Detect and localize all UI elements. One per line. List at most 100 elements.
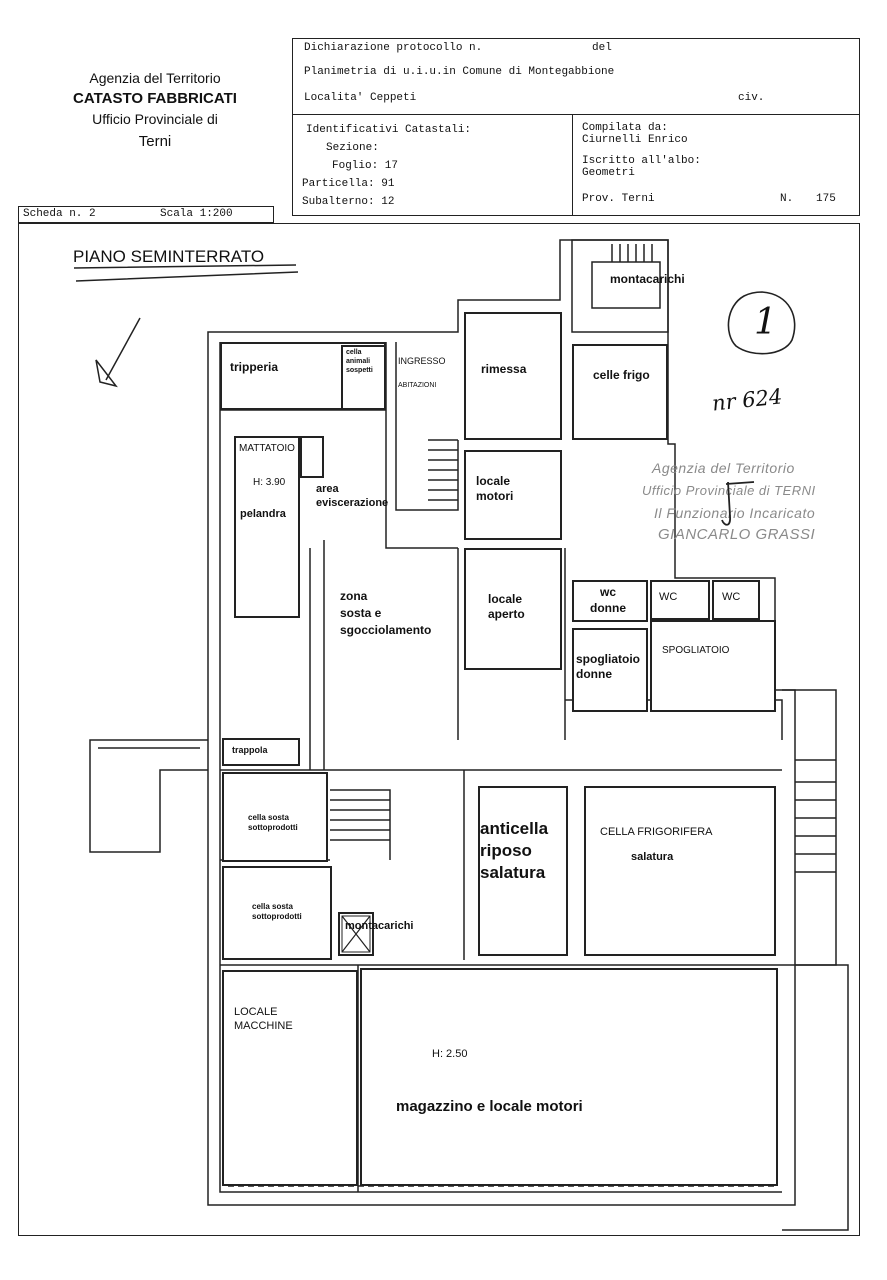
label-area-1: area bbox=[316, 483, 339, 495]
label-locale-motori-2: motori bbox=[476, 489, 514, 503]
stairs-ingresso bbox=[428, 439, 458, 501]
label-wc-b: WC bbox=[722, 591, 741, 603]
label-area-2: eviscerazione bbox=[316, 496, 389, 509]
label-tripperia: tripperia bbox=[230, 360, 279, 374]
magazzino-room bbox=[360, 968, 778, 1186]
wall-v-cella bbox=[385, 342, 458, 549]
ufficio-label: Ufficio Provinciale di bbox=[92, 111, 218, 127]
stairs-center bbox=[330, 789, 391, 860]
mattatoio-niche bbox=[300, 436, 324, 478]
label-montacarichi-top: montacarichi bbox=[610, 272, 685, 286]
outer-wall bbox=[207, 239, 796, 1206]
spogliatoio-donne-room bbox=[572, 628, 648, 712]
identificativi-label: Identificativi Catastali: bbox=[306, 124, 472, 136]
montacarichi-cross-icon bbox=[341, 915, 371, 953]
label-zona-1: zona bbox=[340, 589, 368, 603]
label-salatura: salatura bbox=[631, 851, 674, 863]
anticella-room bbox=[478, 786, 568, 956]
cella-sosta-a-room bbox=[222, 772, 328, 862]
plan-title: PIANO SEMINTERRATO bbox=[73, 247, 265, 266]
label-spogliatoio-donne: spogliatoio donne bbox=[576, 652, 640, 682]
tower-wall bbox=[571, 239, 669, 333]
stamp-line-4: GIANCARLO GRASSI bbox=[658, 526, 816, 543]
label-locale-aperto: locale aperto bbox=[488, 592, 525, 622]
tower-stairs bbox=[611, 244, 653, 262]
label-cella-sosta-a-2: sottoprodotti bbox=[248, 823, 298, 832]
label-cella-animali-1: cella bbox=[346, 349, 362, 356]
label-locale-motori: locale motori bbox=[476, 474, 513, 504]
wall-ingresso bbox=[395, 342, 459, 511]
cella-frigorifera-room bbox=[584, 786, 776, 956]
label-anticella-2: riposo bbox=[480, 841, 532, 861]
trappola-room bbox=[222, 738, 300, 766]
compilata-label: Compilata da: bbox=[582, 122, 668, 134]
prov-label: Prov. Terni bbox=[582, 193, 655, 205]
foglio-value: Foglio: 17 bbox=[332, 160, 399, 172]
label-locale-aperto-2: aperto bbox=[488, 607, 525, 621]
scheda-box bbox=[18, 206, 274, 223]
label-wc-donne-1: wc bbox=[599, 585, 616, 599]
header-divider-v bbox=[572, 114, 573, 216]
label-abitazioni: ABITAZIONI bbox=[398, 382, 437, 389]
label-area: area eviscerazione bbox=[316, 483, 388, 511]
label-pelandra: pelandra bbox=[240, 508, 286, 520]
locale-aperto-room bbox=[464, 548, 562, 670]
label-magazzino: magazzino e locale motori bbox=[396, 1098, 583, 1115]
label-anticella-1: anticella bbox=[480, 819, 549, 838]
label-zona-2: sosta e bbox=[340, 605, 382, 620]
label-cella-animali-3: sospetti bbox=[346, 366, 373, 374]
rimessa-room bbox=[464, 312, 562, 440]
label-cella-frigorifera: CELLA FRIGORIFERA bbox=[600, 826, 713, 838]
compilata-value: Ciurnelli Enrico bbox=[582, 134, 688, 146]
label-cella-animali-2: animali bbox=[346, 357, 371, 365]
locale-motori-room bbox=[464, 450, 562, 540]
label-spogliatoio-donne-1: spogliatoio bbox=[576, 652, 640, 666]
subalterno-value: Subalterno: 12 bbox=[302, 196, 395, 208]
cella-sosta-b-room bbox=[222, 866, 332, 960]
civ-label: civ. bbox=[738, 92, 765, 104]
outer-wall-inner bbox=[219, 342, 782, 1193]
label-cella-sosta-a: cella sosta sottoprodotti bbox=[248, 813, 298, 833]
mattatoio-room bbox=[234, 436, 300, 618]
label-rimessa: rimessa bbox=[481, 362, 527, 376]
particella-value: Particella: 91 bbox=[302, 178, 395, 190]
scheda-label: Scheda n. 2 bbox=[23, 208, 96, 220]
stamp-line-3: Il Funzionario Incaricato bbox=[654, 505, 816, 521]
wc-donne-room bbox=[572, 580, 648, 622]
localita-text: Localita' Ceppeti bbox=[304, 92, 417, 104]
n-label: N. bbox=[780, 193, 794, 205]
city-label: Terni bbox=[138, 133, 172, 150]
signature-mark bbox=[721, 481, 755, 526]
handwritten-circle bbox=[727, 291, 796, 355]
montacarichi-top-shaft bbox=[591, 261, 661, 309]
label-h250: H: 2.50 bbox=[432, 1048, 468, 1060]
label-wc-donne-2: donne bbox=[590, 600, 626, 615]
label-locale-aperto-1: locale bbox=[488, 592, 523, 606]
label-zona-3: sgocciolamento bbox=[340, 622, 432, 637]
sezione-label: Sezione: bbox=[326, 142, 379, 154]
iscritto-value: Geometri bbox=[582, 167, 635, 179]
left-annex bbox=[89, 739, 208, 853]
label-mattatoio: MATTATOIO bbox=[239, 443, 295, 454]
label-cella-sosta-b: cella sosta sottoprodotti bbox=[252, 902, 302, 922]
label-anticella-3: salatura bbox=[480, 863, 546, 883]
n-value: 175 bbox=[816, 193, 836, 205]
label-wc-a: WC bbox=[659, 591, 678, 603]
iscritto-label: Iscritto all'albo: bbox=[582, 155, 701, 167]
spogliatoio-room bbox=[650, 620, 776, 712]
right-stair-block bbox=[782, 689, 837, 966]
label-locale-macchine-2: MACCHINE bbox=[234, 1019, 293, 1032]
handwritten-number: 1 bbox=[754, 302, 777, 343]
wc-b-room bbox=[712, 580, 760, 620]
locale-macchine-room bbox=[222, 970, 358, 1186]
label-spogliatoio: SPOGLIATOIO bbox=[662, 645, 730, 656]
dichiarazione-label: Dichiarazione protocollo n. bbox=[304, 42, 483, 54]
label-cella-sosta-a-1: cella sosta bbox=[248, 813, 289, 822]
planimetria-text: Planimetria di u.i.u.in Comune di Monteg… bbox=[304, 66, 615, 78]
label-cella-sosta-b-2: sottoprodotti bbox=[252, 912, 302, 921]
label-ingresso: INGRESSO bbox=[398, 356, 446, 366]
label-spogliatoio-donne-2: donne bbox=[576, 667, 612, 681]
label-zona: zona sosta e sgocciolamento bbox=[340, 588, 431, 638]
wc-a-room bbox=[650, 580, 710, 620]
title-underline bbox=[73, 264, 299, 282]
